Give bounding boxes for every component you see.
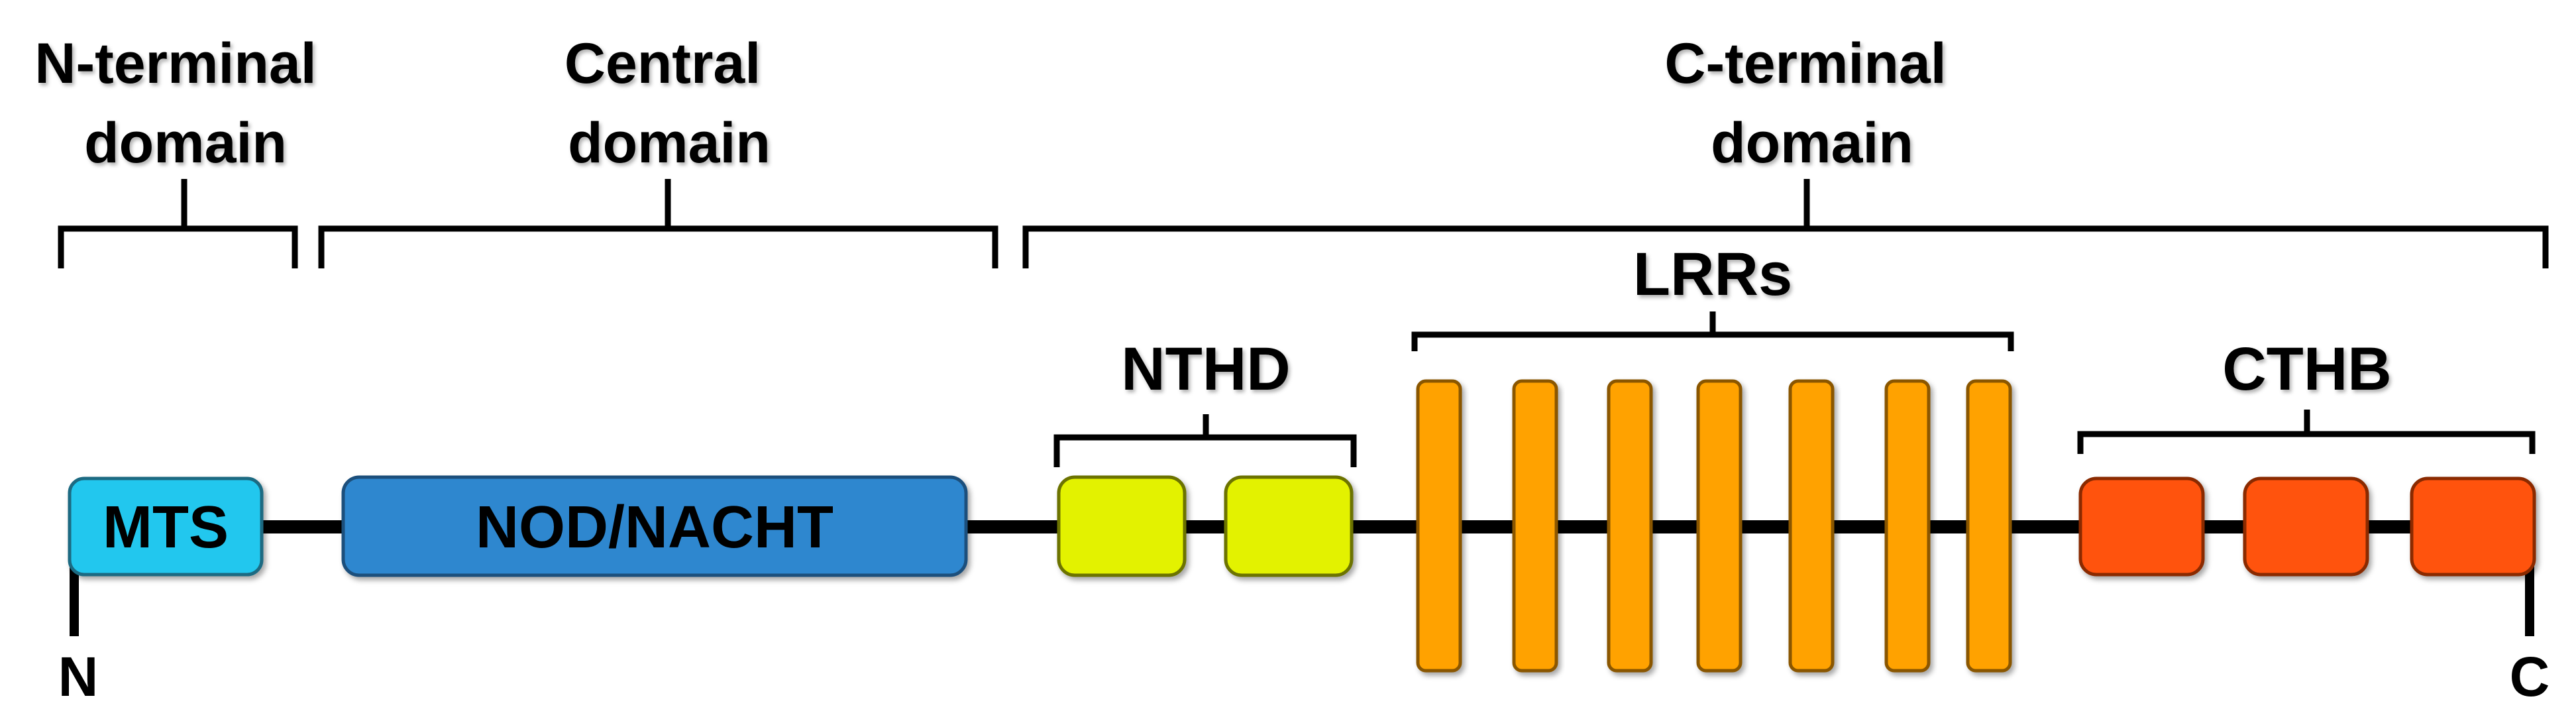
lrr-bar	[1788, 379, 1835, 673]
cthb-bracket	[2077, 410, 2536, 454]
central-domain-label-line2: domain	[568, 111, 771, 175]
lrr-bar	[1512, 379, 1558, 673]
c-terminus-label: C	[2510, 645, 2550, 708]
central-bracket	[318, 179, 998, 268]
mts-box	[68, 476, 264, 577]
mts-label: MTS	[103, 494, 229, 561]
n-terminal-bracket	[58, 179, 298, 268]
nthd-label: NTHD	[1121, 335, 1291, 403]
lrrs-bracket	[1411, 311, 2014, 351]
n-terminal-domain-label-line2: domain	[84, 111, 287, 175]
cthb-box	[2243, 476, 2369, 577]
lrr-bar	[1607, 379, 1653, 673]
lrr-bar	[1966, 379, 2012, 673]
nthd-box	[1224, 475, 1354, 577]
nthd-bracket	[1053, 414, 1357, 467]
n-terminal-domain-label-line1: N-terminal	[34, 32, 316, 95]
c-terminal-domain-label-line1: C-terminal	[1664, 32, 1946, 95]
cthb-box	[2410, 476, 2536, 577]
nthd-box	[1057, 475, 1187, 577]
c-terminal-bracket	[1022, 179, 2549, 268]
nod-nacht-label: NOD/NACHT	[476, 494, 833, 561]
lrr-bar	[1416, 379, 1462, 673]
lrrs-label: LRRs	[1633, 241, 1792, 308]
c-terminal-domain-label-line2: domain	[1711, 111, 1913, 175]
central-domain-label-line1: Central	[564, 32, 761, 95]
lrr-bar	[1696, 379, 1743, 673]
cthb-label: CTHB	[2222, 335, 2392, 403]
nod-nacht-box	[341, 475, 968, 577]
n-terminus-label: N	[58, 645, 99, 708]
lrr-bar	[1884, 379, 1931, 673]
cthb-box	[2078, 476, 2205, 577]
